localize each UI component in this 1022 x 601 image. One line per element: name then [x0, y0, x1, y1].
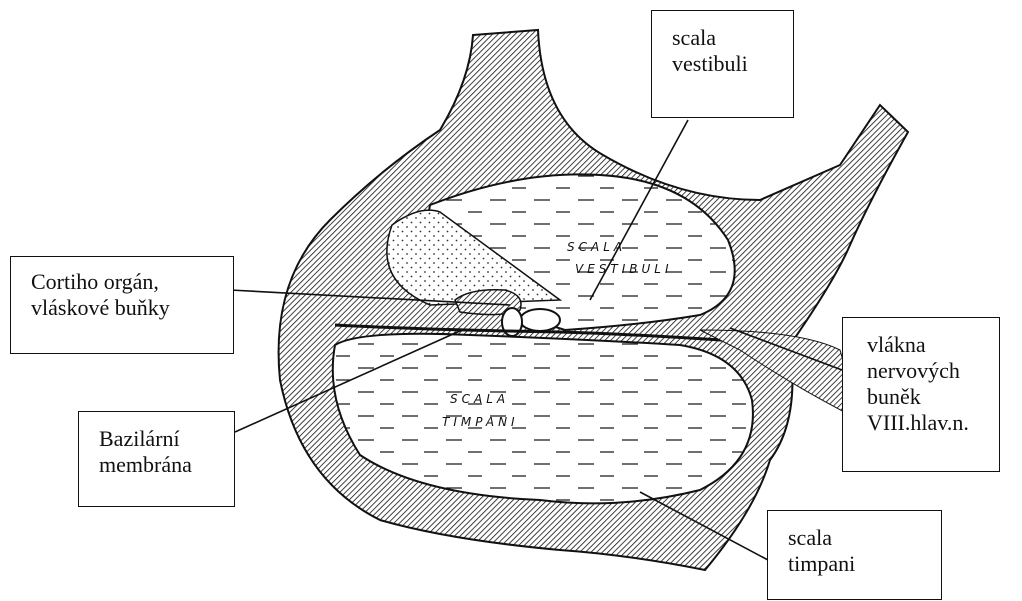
label-vlakna-nervovych-line3: buněk — [867, 384, 989, 410]
tectorial-structure — [520, 309, 560, 331]
label-bazilarni-membrana: Bazilární membrána — [78, 411, 235, 507]
upper-chamber-text-1: SCALA — [567, 240, 626, 254]
label-vlakna-nervovych-line1: vlákna — [867, 332, 989, 358]
label-vlakna-nervovych-line4: VIII.hlav.n. — [867, 410, 989, 436]
label-scala-vestibuli-line1: scala — [672, 25, 783, 51]
label-vlakna-nervovych-line2: nervových — [867, 358, 989, 384]
label-scala-vestibuli-line2: vestibuli — [672, 51, 783, 77]
label-bazilarni-membrana-line2: membrána — [99, 452, 224, 478]
label-vlakna-nervovych: vlákna nervových buněk VIII.hlav.n. — [842, 317, 1000, 472]
label-bazilarni-membrana-line1: Bazilární — [99, 426, 224, 452]
label-scala-timpani: scala timpani — [767, 510, 942, 600]
label-cortiho-organ: Cortiho orgán, vláskové buňky — [10, 256, 234, 354]
label-cortiho-organ-line2: vláskové buňky — [31, 295, 223, 321]
upper-chamber-text-2: VESTIBULI — [575, 262, 673, 276]
lower-chamber-text-1: SCALA — [450, 392, 509, 406]
label-scala-timpani-line2: timpani — [788, 551, 931, 577]
label-scala-timpani-line1: scala — [788, 525, 931, 551]
lower-chamber-text-2: TIMPANI — [442, 415, 519, 429]
label-scala-vestibuli: scala vestibuli — [651, 10, 794, 118]
label-cortiho-organ-line1: Cortiho orgán, — [31, 269, 223, 295]
